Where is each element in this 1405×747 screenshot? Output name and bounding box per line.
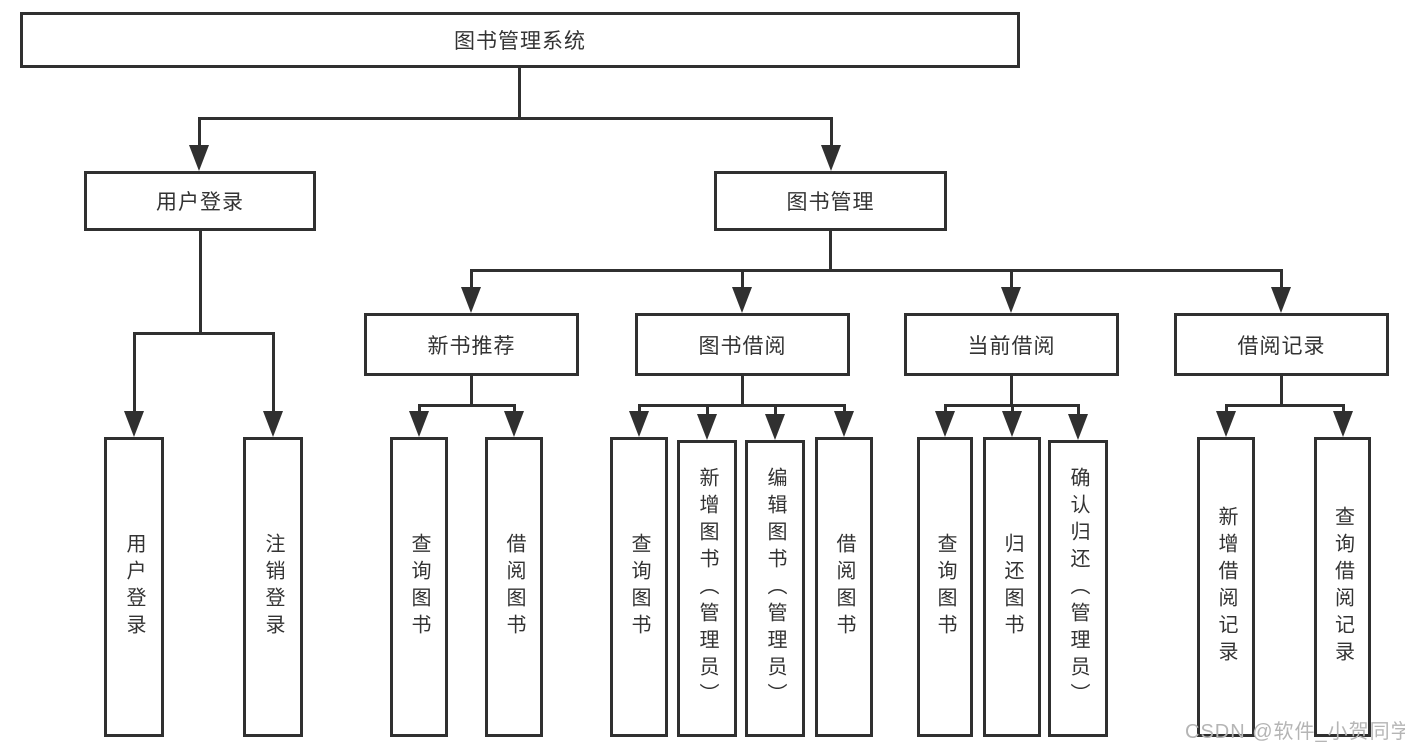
node-new-book-recommend: 新书推荐 (364, 313, 579, 376)
connector-stub (1010, 376, 1013, 406)
connector-stub (470, 376, 473, 406)
leaf-confirm-return-admin: 确认归还（管理员） (1048, 440, 1108, 737)
connector-drop (1342, 404, 1345, 413)
connector-bus (419, 404, 515, 407)
node-user-login: 用户登录 (84, 171, 316, 231)
connector-bus (1226, 404, 1344, 407)
connector-drop (133, 332, 136, 411)
arrowhead-down-icon (1333, 411, 1353, 437)
connector-drop (418, 404, 421, 413)
arrowhead-down-icon (189, 145, 209, 171)
connector-stub (199, 231, 202, 334)
connector-bus (134, 332, 274, 335)
arrowhead-down-icon (263, 411, 283, 437)
connector-drop (843, 404, 846, 413)
leaf-query-books: 查询图书 (390, 437, 448, 737)
node-book-management: 图书管理 (714, 171, 947, 231)
arrowhead-down-icon (1068, 414, 1088, 440)
connector-drop (830, 117, 833, 145)
arrowhead-down-icon (409, 411, 429, 437)
node-borrowing-records: 借阅记录 (1174, 313, 1389, 376)
connector-drop (1077, 404, 1080, 416)
arrowhead-down-icon (765, 414, 785, 440)
leaf-borrow-books: 借阅图书 (815, 437, 873, 737)
arrowhead-down-icon (504, 411, 524, 437)
arrowhead-down-icon (124, 411, 144, 437)
connector-bus (198, 117, 832, 120)
connector-drop (638, 404, 641, 413)
arrowhead-down-icon (935, 411, 955, 437)
connector-drop (944, 404, 947, 413)
connector-drop (774, 404, 777, 416)
csdn-watermark: CSDN @软件_小贺同学 (1185, 721, 1405, 743)
arrowhead-down-icon (1001, 287, 1021, 313)
leaf-add-books-admin: 新增图书（管理员） (677, 440, 737, 737)
arrowhead-down-icon (732, 287, 752, 313)
leaf-query-books: 查询图书 (610, 437, 668, 737)
connector-drop (706, 404, 709, 416)
connector-drop (1010, 269, 1013, 287)
leaf-return-books: 归还图书 (983, 437, 1041, 737)
connector-bus (470, 269, 1283, 272)
arrowhead-down-icon (1216, 411, 1236, 437)
leaf-logout: 注销登录 (243, 437, 303, 737)
leaf-add-borrow-record: 新增借阅记录 (1197, 437, 1255, 737)
node-book-borrowing: 图书借阅 (635, 313, 850, 376)
node-root: 图书管理系统 (20, 12, 1020, 68)
arrowhead-down-icon (1271, 287, 1291, 313)
arrowhead-down-icon (1002, 411, 1022, 437)
node-current-borrowing: 当前借阅 (904, 313, 1119, 376)
connector-bus (638, 404, 845, 407)
connector-drop (741, 269, 744, 287)
leaf-user-login: 用户登录 (104, 437, 164, 737)
arrowhead-down-icon (697, 414, 717, 440)
connector-drop (272, 332, 275, 411)
connector-drop (513, 404, 516, 413)
arrowhead-down-icon (834, 411, 854, 437)
connector-drop (1011, 404, 1014, 413)
connector-drop (1280, 269, 1283, 287)
arrowhead-down-icon (461, 287, 481, 313)
arrowhead-down-icon (629, 411, 649, 437)
connector-drop (470, 269, 473, 287)
leaf-edit-books-admin: 编辑图书（管理员） (745, 440, 805, 737)
connector-stub (741, 376, 744, 406)
leaf-query-books: 查询图书 (917, 437, 973, 737)
connector-drop (198, 117, 201, 145)
arrowhead-down-icon (821, 145, 841, 171)
connector-stub (1280, 376, 1283, 406)
leaf-query-borrow-record: 查询借阅记录 (1314, 437, 1371, 737)
leaf-borrow-books: 借阅图书 (485, 437, 543, 737)
connector-stub (518, 68, 521, 118)
connector-drop (1225, 404, 1228, 413)
connector-stub (829, 231, 832, 270)
